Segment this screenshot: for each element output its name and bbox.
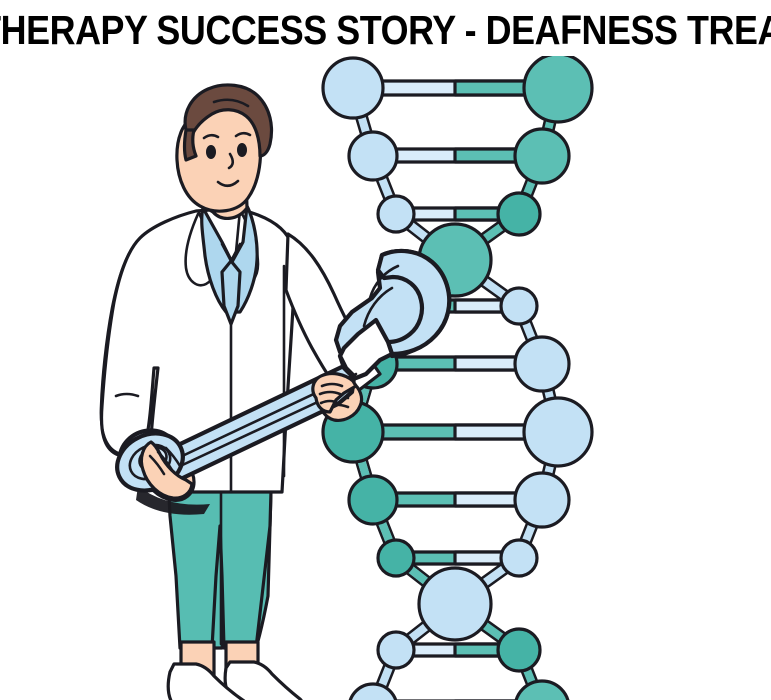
doctor-pants: [165, 454, 274, 650]
dna-crossover-node: [417, 566, 493, 642]
doctor-hand-left-overlay: [139, 440, 194, 500]
doctor-hand-right-overlay: [311, 371, 358, 414]
eye-right: [237, 143, 247, 157]
eye-left: [206, 145, 216, 159]
title-banner: GENE THERAPY SUCCESS STORY - DEAFNESS TR…: [0, 0, 771, 60]
doctor-tie: [220, 259, 242, 326]
doctor-head: [175, 83, 274, 213]
scene-svg: .ol { stroke:#1b1b22; stroke-width:3.2; …: [99, 56, 594, 700]
page-title: GENE THERAPY SUCCESS STORY - DEAFNESS TR…: [0, 7, 771, 53]
doctor-shoes: [166, 660, 303, 700]
main-illustration: .ol { stroke:#1b1b22; stroke-width:3.2; …: [0, 56, 771, 700]
